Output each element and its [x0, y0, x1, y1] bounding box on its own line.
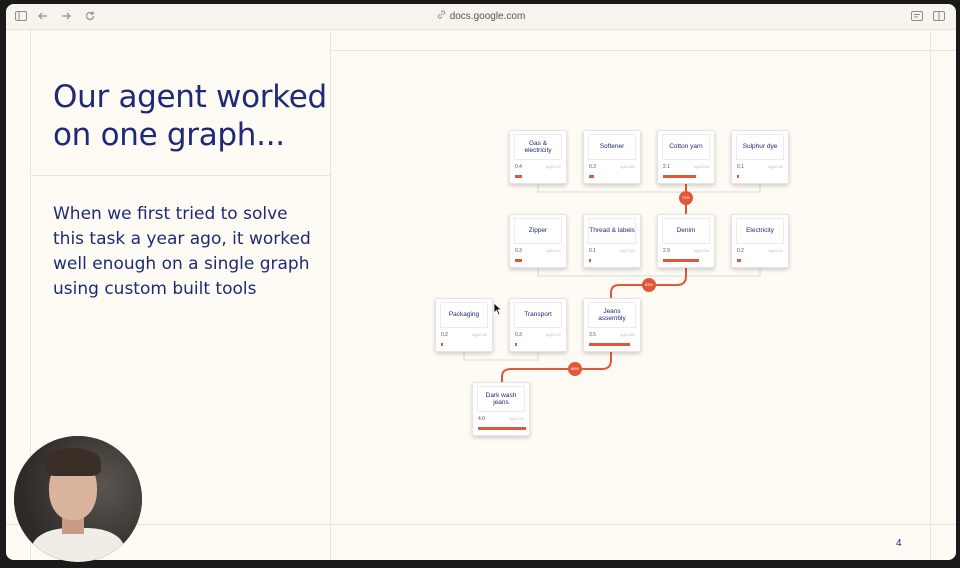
node-unit: kgCO2e	[620, 164, 635, 169]
guide-line	[330, 30, 331, 560]
node-unit: kgCO2e	[768, 164, 783, 169]
node-label: Gas & electricity	[514, 134, 562, 160]
node-label: Transport	[514, 302, 562, 328]
presenter-webcam	[14, 436, 142, 562]
guide-line	[30, 30, 31, 560]
node-unit: kgCO2e	[694, 164, 709, 169]
slide-body: When we first tried to solve this task a…	[53, 204, 311, 299]
node-bar-track	[515, 175, 563, 178]
graph-node-darkwash[interactable]: Dark wash jeans 4.0 kgCO2e	[472, 382, 530, 436]
node-label: Sulphur dye	[736, 134, 784, 160]
node-value: 4.0	[478, 416, 485, 422]
node-value: 0.1	[737, 164, 744, 170]
node-unit: kgCO2e	[546, 164, 561, 169]
node-value: 2.1	[663, 164, 670, 170]
node-value: 0.2	[441, 332, 448, 338]
node-bar	[737, 259, 741, 262]
node-label: Zipper	[514, 218, 562, 244]
node-bar-track	[737, 259, 785, 262]
reload-icon[interactable]	[83, 10, 97, 24]
node-bar	[515, 175, 522, 178]
graph-node-denim[interactable]: Denim 2.9 kgCO2e	[657, 214, 715, 268]
graph-node-zipper[interactable]: Zipper 0.3 kgCO2e	[509, 214, 567, 268]
guide-line	[330, 50, 956, 51]
node-value: 2.9	[663, 248, 670, 254]
sidebar-icon[interactable]	[14, 10, 28, 24]
node-label: Softener	[588, 134, 636, 160]
node-bar	[589, 175, 594, 178]
node-value: 0.2	[737, 248, 744, 254]
graph-node-electricity[interactable]: Electricity 0.2 kgCO2e	[731, 214, 789, 268]
slide-canvas: Our agent worked on one graph... When we…	[6, 30, 956, 560]
node-unit: kgCO2e	[620, 332, 635, 337]
node-value: 3.5	[589, 332, 596, 338]
graph-node-gas[interactable]: Gas & electricity 0.4 kgCO2e	[509, 130, 567, 184]
node-bar	[515, 343, 517, 346]
node-label: Jeans assembly	[588, 302, 636, 328]
node-bar	[663, 259, 699, 262]
node-bar	[441, 343, 443, 346]
node-unit: kgCO2e	[546, 332, 561, 337]
graph-node-transport[interactable]: Transport 0.3 kgCO2e	[509, 298, 567, 352]
node-bar	[737, 175, 739, 178]
node-unit: kgCO2e	[620, 248, 635, 253]
node-bar-track	[441, 343, 489, 346]
browser-toolbar: docs.google.com	[6, 4, 956, 30]
node-bar-track	[737, 175, 785, 178]
node-bar	[478, 427, 526, 430]
node-label: Cotton yarn	[662, 134, 710, 160]
link-icon	[437, 10, 446, 22]
node-bar	[589, 259, 591, 262]
node-label: Thread & labels	[588, 218, 636, 244]
node-bar-track	[663, 259, 711, 262]
address-bar[interactable]: docs.google.com	[6, 10, 956, 22]
graph-node-softener[interactable]: Softener 0.3 kgCO2e	[583, 130, 641, 184]
back-icon[interactable]	[36, 10, 50, 24]
forward-icon[interactable]	[59, 10, 73, 24]
guide-line	[930, 30, 931, 560]
graph-node-sulphur[interactable]: Sulphur dye 0.1 kgCO2e	[731, 130, 789, 184]
graph-node-packaging[interactable]: Packaging 0.2 kgCO2e	[435, 298, 493, 352]
node-bar-track	[515, 259, 563, 262]
slide-title: Our agent worked on one graph...	[53, 79, 327, 153]
node-bar	[515, 259, 522, 262]
split-view-icon[interactable]	[932, 10, 946, 24]
node-label: Electricity	[736, 218, 784, 244]
node-value: 0.4	[515, 164, 522, 170]
percentage-badge: 83%	[642, 278, 656, 292]
graph-node-thread[interactable]: Thread & labels 0.1 kgCO2e	[583, 214, 641, 268]
node-value: 0.3	[589, 164, 596, 170]
node-value: 0.1	[589, 248, 596, 254]
node-bar	[589, 343, 630, 346]
node-bar	[663, 175, 696, 178]
node-unit: kgCO2e	[472, 332, 487, 337]
node-value: 0.3	[515, 332, 522, 338]
node-bar-track	[589, 343, 637, 346]
graph-connectors	[463, 184, 761, 382]
url-text: docs.google.com	[449, 11, 526, 22]
node-bar-track	[663, 175, 711, 178]
percentage-badge: 74%	[679, 191, 693, 205]
node-unit: kgCO2e	[509, 416, 524, 421]
divider	[30, 175, 330, 176]
node-unit: kgCO2e	[768, 248, 783, 253]
node-bar-track	[589, 175, 637, 178]
node-label: Denim	[662, 218, 710, 244]
node-label: Packaging	[440, 302, 488, 328]
node-unit: kgCO2e	[694, 248, 709, 253]
node-unit: kgCO2e	[546, 248, 561, 253]
percentage-badge: 88%	[568, 362, 582, 376]
node-bar-track	[515, 343, 563, 346]
node-label: Dark wash jeans	[477, 386, 525, 412]
node-bar-track	[478, 427, 526, 430]
graph-node-cotton[interactable]: Cotton yarn 2.1 kgCO2e	[657, 130, 715, 184]
graph-node-jeans[interactable]: Jeans assembly 3.5 kgCO2e	[583, 298, 641, 352]
node-value: 0.3	[515, 248, 522, 254]
browser-window: docs.google.com Our agent worked on one …	[6, 4, 956, 560]
reader-icon[interactable]	[910, 10, 924, 24]
page-number: 4	[896, 538, 902, 549]
node-bar-track	[589, 259, 637, 262]
guide-line	[6, 524, 956, 525]
